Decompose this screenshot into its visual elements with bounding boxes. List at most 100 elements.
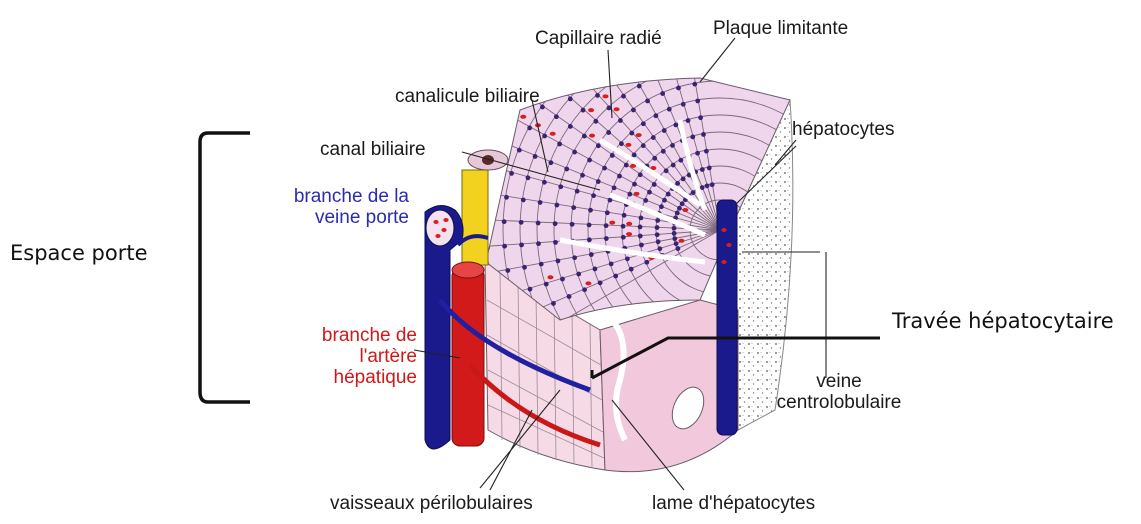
hepatocyte-nucleus xyxy=(539,262,544,267)
hepatocyte-nucleus xyxy=(632,153,637,158)
hepatocyte-nucleus xyxy=(701,132,706,137)
hepatocyte-nucleus xyxy=(575,189,580,194)
red-blood-cell xyxy=(550,132,556,136)
hepatocyte-nucleus xyxy=(555,85,560,90)
hepatocyte-nucleus xyxy=(662,37,667,42)
hepatocyte-nucleus xyxy=(652,4,657,9)
hepatocyte-nucleus xyxy=(681,15,686,20)
hepatocyte-nucleus xyxy=(595,10,600,15)
red-blood-cell xyxy=(585,281,591,285)
hepatocyte-nucleus xyxy=(601,66,606,71)
hepatocyte-nucleus xyxy=(587,223,592,228)
hepatocyte-nucleus xyxy=(690,65,695,70)
hepatocyte-nucleus xyxy=(596,179,601,184)
hepatocyte-nucleus xyxy=(581,108,586,113)
label-hepatocytes: hépatocytes xyxy=(792,120,894,141)
hepatocyte-nucleus xyxy=(678,0,683,3)
label-travee-hepatocytaire: Travée hépatocytaire xyxy=(892,310,1114,333)
hepatocyte-nucleus xyxy=(572,255,577,260)
hepatocyte-nucleus xyxy=(613,274,618,279)
hepatocyte-nucleus xyxy=(618,118,623,123)
hepatocyte-nucleus xyxy=(544,282,549,287)
hepatocyte-nucleus xyxy=(512,117,517,122)
hepatocyte-nucleus xyxy=(528,287,533,292)
red-blood-cell xyxy=(609,221,615,225)
red-blood-cell xyxy=(626,222,632,226)
hepatocyte-nucleus xyxy=(561,55,566,60)
red-blood-cell xyxy=(588,108,594,112)
red-blood-cell xyxy=(435,234,440,238)
hepatocyte-nucleus xyxy=(572,150,577,155)
hepatocyte-nucleus xyxy=(536,241,541,246)
hepatocyte-nucleus xyxy=(675,181,680,186)
hepatocyte-nucleus xyxy=(606,130,611,135)
hepatocyte-nucleus xyxy=(598,280,603,285)
hepatocyte-nucleus xyxy=(553,221,558,226)
hepatocyte-nucleus xyxy=(591,52,596,57)
hepatocyte-nucleus xyxy=(542,180,547,185)
hepatocyte-nucleus xyxy=(595,93,600,98)
hepatocyte-nucleus xyxy=(548,160,553,165)
hepatocyte-nucleus xyxy=(621,235,626,240)
hepatocyte-nucleus xyxy=(553,240,558,245)
red-blood-cell xyxy=(569,56,575,60)
hepatocyte-nucleus xyxy=(621,0,626,2)
hepatocyte-nucleus xyxy=(529,63,534,68)
label-lame-hepatocytes: lame d'hépatocytes xyxy=(652,494,815,515)
hepatocyte-nucleus xyxy=(661,149,666,154)
hepatocyte-nucleus xyxy=(505,268,510,273)
hepatocyte-nucleus xyxy=(589,252,594,257)
hepatocyte-nucleus xyxy=(639,243,644,248)
hepatocyte-nucleus xyxy=(687,48,692,53)
hepatocyte-nucleus xyxy=(567,294,572,299)
hepatocyte-nucleus xyxy=(605,210,610,215)
central-vein xyxy=(717,200,737,435)
hepatocyte-nucleus xyxy=(619,141,624,146)
bile-duct xyxy=(462,170,488,265)
hepatocyte-nucleus xyxy=(497,109,502,114)
hepatocyte-nucleus xyxy=(684,32,689,37)
hepatocyte-nucleus xyxy=(654,75,659,80)
red-blood-cell xyxy=(433,220,438,224)
hepatocyte-nucleus xyxy=(521,197,526,202)
hepatocyte-nucleus xyxy=(560,277,565,282)
label-veine-centrolobulaire: veine centrolobulaire xyxy=(754,372,924,414)
hepatocyte-nucleus xyxy=(593,267,598,272)
espace-porte-bracket xyxy=(200,133,250,402)
hepatocyte-nucleus xyxy=(655,218,660,223)
hepatocyte-nucleus xyxy=(629,69,634,74)
hepatocyte-nucleus xyxy=(622,213,627,218)
red-blood-cell xyxy=(678,239,684,243)
hepatocyte-nucleus xyxy=(502,244,507,249)
red-blood-cell xyxy=(682,208,688,212)
red-blood-cell xyxy=(673,58,679,62)
portal-vein-lumen xyxy=(426,210,454,246)
hepatocyte-nucleus xyxy=(662,198,667,203)
hepatocyte-nucleus xyxy=(704,149,709,154)
hepatocyte-nucleus xyxy=(607,106,612,111)
hepatocyte-nucleus xyxy=(652,156,657,161)
hepatocyte-nucleus xyxy=(698,115,703,120)
hepatocyte-nucleus xyxy=(659,204,664,209)
hepatocyte-nucleus xyxy=(580,173,585,178)
hepatocyte-nucleus xyxy=(617,174,622,179)
hepatocyte-nucleus xyxy=(667,107,672,112)
label-canal-biliaire: canal biliaire xyxy=(320,140,426,161)
hepatocyte-nucleus xyxy=(609,262,614,267)
hepatocyte-nucleus xyxy=(584,80,589,85)
hepatocyte-nucleus xyxy=(639,215,644,220)
hepatocyte-nucleus xyxy=(517,148,522,153)
hepatocyte-nucleus xyxy=(570,222,575,227)
hepatocyte-nucleus xyxy=(588,208,593,213)
hepatocyte-nucleus xyxy=(676,246,681,251)
hepatocyte-nucleus xyxy=(670,143,675,148)
hepatocyte-nucleus xyxy=(587,158,592,163)
hepatocyte-nucleus xyxy=(657,20,662,25)
label-plaque-limitante: Plaque limitante xyxy=(713,19,848,40)
hepatocyte-nucleus xyxy=(641,143,646,148)
hepatocyte-nucleus xyxy=(624,163,629,168)
hepatocyte-nucleus xyxy=(627,192,632,197)
label-canalicule-biliaire: canalicule biliaire xyxy=(395,87,540,108)
hepatocyte-nucleus xyxy=(681,102,686,107)
